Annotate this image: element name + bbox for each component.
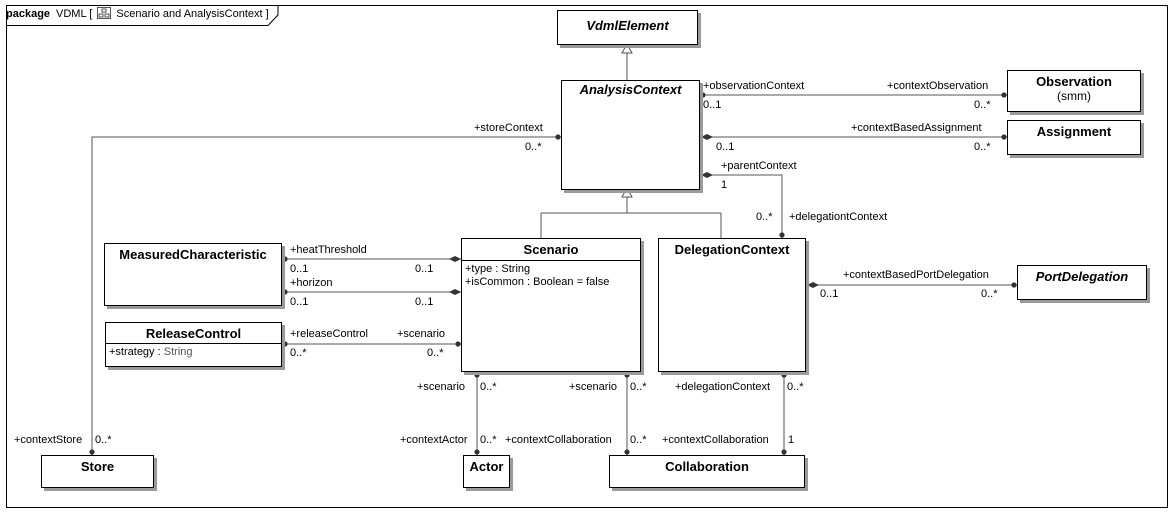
mult-dc-context-collaboration: 1 bbox=[788, 434, 795, 446]
package-keyword: package bbox=[6, 8, 51, 20]
class-port-delegation[interactable]: PortDelegation bbox=[1017, 265, 1147, 300]
class-name: DelegationContext bbox=[674, 242, 790, 257]
mult-heat-threshold-left: 0..1 bbox=[290, 263, 309, 275]
class-vdml-element[interactable]: VdmlElement bbox=[557, 10, 698, 45]
arrowheads bbox=[621, 42, 633, 198]
mult-observation-context: 0..1 bbox=[703, 99, 722, 111]
role-context-collaboration: +contextCollaboration bbox=[505, 434, 612, 446]
class-diagram-icon bbox=[97, 7, 112, 19]
mult-release-scenario: 0..* bbox=[427, 347, 444, 359]
mult-port-delegation: 0..* bbox=[981, 288, 998, 300]
role-context-actor: +contextActor bbox=[400, 434, 468, 446]
relationship-lines bbox=[91, 50, 1017, 455]
role-delegationt-context: +delegationtContext bbox=[789, 211, 888, 223]
mult-horizon-right: 0..1 bbox=[415, 296, 434, 308]
mult-heat-threshold-right: 0..1 bbox=[415, 263, 434, 275]
class-name: PortDelegation bbox=[1035, 269, 1129, 284]
class-measured-characteristic[interactable]: MeasuredCharacteristic bbox=[104, 243, 282, 306]
mult-context-actor: 0..* bbox=[480, 434, 497, 446]
package-label: package VDML [ Scenario and AnalysisConte… bbox=[6, 4, 269, 24]
class-name: Assignment bbox=[1036, 124, 1112, 139]
role-horizon: +horizon bbox=[290, 277, 333, 289]
class-name: Scenario bbox=[523, 242, 579, 257]
mult-context-store: 0..* bbox=[95, 434, 112, 446]
role-context-based-assignment: +contextBasedAssignment bbox=[851, 122, 982, 134]
mult-release-control: 0..* bbox=[290, 347, 307, 359]
class-name: Actor bbox=[469, 459, 504, 474]
class-store[interactable]: Store bbox=[41, 455, 154, 488]
package-frame-tab bbox=[6, 5, 279, 26]
class-observation[interactable]: Observation (smm) bbox=[1007, 70, 1141, 112]
class-stereotype: (smm) bbox=[1057, 89, 1091, 103]
attribute-strategy: +strategy : String bbox=[109, 346, 193, 358]
class-attributes: +strategy : String bbox=[106, 343, 281, 361]
role-parent-context: +parentContext bbox=[721, 160, 797, 172]
role-context-store: +contextStore bbox=[14, 434, 83, 446]
class-name: AnalysisContext bbox=[579, 82, 682, 97]
mult-dc-delegation-context: 0..* bbox=[787, 381, 804, 393]
mult-port-delegation-dc: 0..1 bbox=[820, 288, 839, 300]
class-name: MeasuredCharacteristic bbox=[119, 247, 267, 262]
role-context-observation: +contextObservation bbox=[887, 80, 989, 92]
class-name: Store bbox=[80, 459, 115, 474]
role-dc-delegation-context: +delegationContext bbox=[675, 381, 771, 393]
attribute-type: +type : String bbox=[465, 263, 531, 275]
diagram-title: Scenario and AnalysisContext ] bbox=[116, 8, 269, 20]
class-delegation-context[interactable]: DelegationContext bbox=[658, 238, 806, 372]
role-release-scenario: +scenario bbox=[397, 328, 446, 340]
package-frame bbox=[6, 5, 1168, 508]
role-actor-scenario: +scenario bbox=[417, 381, 466, 393]
attribute-is-common: +isCommon : Boolean = false bbox=[465, 276, 610, 288]
mult-parent-context: 1 bbox=[721, 179, 728, 191]
role-collab-scenario: +scenario bbox=[569, 381, 618, 393]
mult-context-observation: 0..* bbox=[974, 99, 991, 111]
mult-assignment: 0..* bbox=[974, 141, 991, 153]
class-collaboration[interactable]: Collaboration bbox=[609, 455, 805, 488]
class-name: Collaboration bbox=[665, 459, 749, 474]
class-release-control[interactable]: ReleaseControl +strategy : String bbox=[105, 322, 282, 367]
role-heat-threshold: +heatThreshold bbox=[290, 244, 367, 256]
role-observation-context: +observationContext bbox=[703, 80, 805, 92]
mult-horizon-left: 0..1 bbox=[290, 296, 309, 308]
mult-store-context: 0..* bbox=[525, 141, 542, 153]
role-release-control: +releaseControl bbox=[290, 328, 368, 340]
package-name: VDML [ bbox=[56, 8, 93, 20]
role-context-based-port-delegation: +contextBasedPortDelegation bbox=[843, 269, 989, 281]
class-name: ReleaseControl bbox=[145, 326, 242, 341]
mult-assignment-analysis-context: 0..1 bbox=[716, 141, 735, 153]
mult-collab-scenario: 0..* bbox=[630, 381, 647, 393]
mult-context-collaboration: 0..* bbox=[630, 434, 647, 446]
class-assignment[interactable]: Assignment bbox=[1007, 120, 1141, 155]
role-store-context: +storeContext bbox=[474, 122, 543, 134]
mult-actor-scenario: 0..* bbox=[480, 381, 497, 393]
mult-delegation-context: 0..* bbox=[756, 211, 773, 223]
class-scenario[interactable]: Scenario +type : String +isCommon : Bool… bbox=[461, 238, 641, 372]
association-end-markers bbox=[89, 92, 1017, 455]
class-analysis-context[interactable]: AnalysisContext bbox=[561, 80, 700, 190]
role-dc-context-collaboration: +contextCollaboration bbox=[662, 434, 769, 446]
class-name: VdmlElement bbox=[586, 18, 669, 33]
class-actor[interactable]: Actor bbox=[463, 455, 510, 488]
class-name: Observation bbox=[1036, 74, 1112, 89]
class-attributes: +type : String +isCommon : Boolean = fal… bbox=[462, 260, 640, 291]
